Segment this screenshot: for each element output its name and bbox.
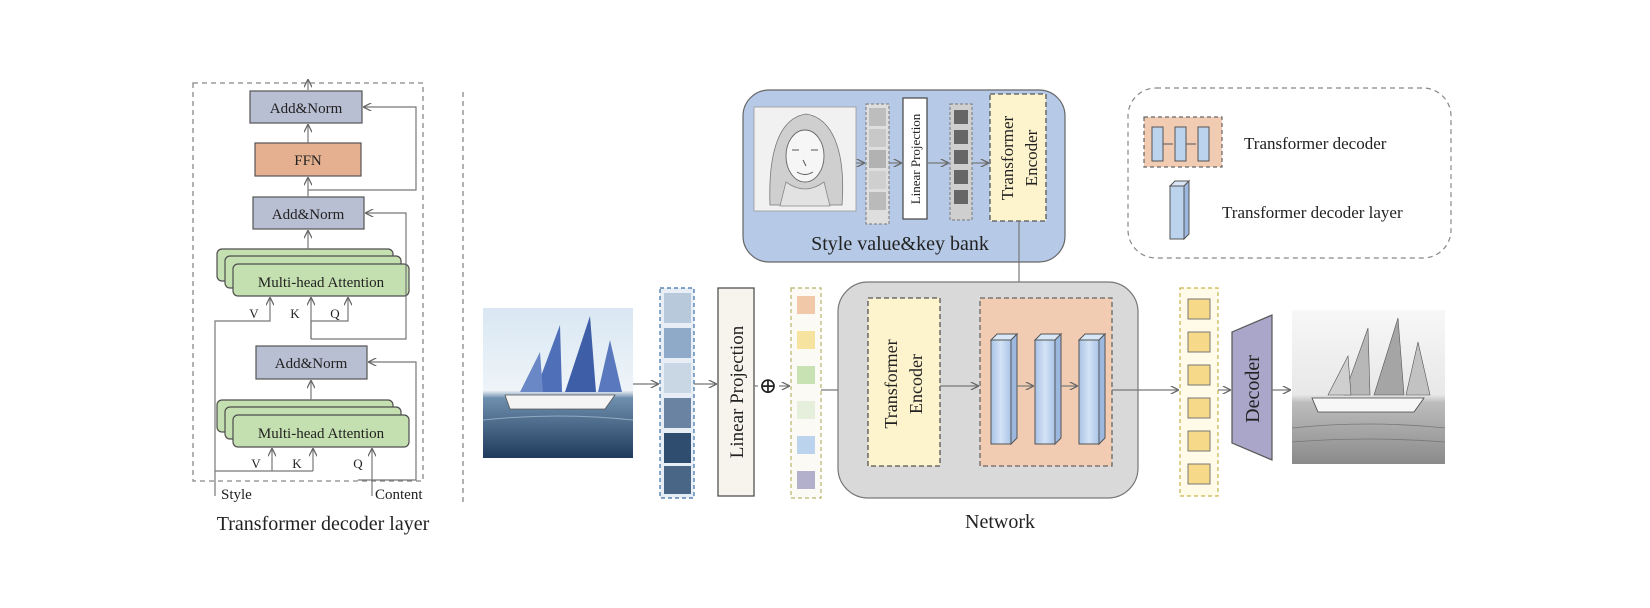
style-linear-projection-box: [902, 97, 928, 220]
legend-transformer-decoder: Transformer decoder: [1244, 134, 1387, 153]
plus-symbol: ⊕: [759, 373, 777, 398]
style-linear-projection-label: Linear Projection: [908, 113, 923, 204]
decoder-layer-detail: Add&Norm FFN Add&Norm Multi-head Attenti…: [192, 80, 464, 535]
decoder-layer-block-2: [1033, 332, 1063, 446]
style-bank-title: Style value&key bank: [811, 233, 989, 255]
token-6: [797, 471, 815, 489]
q-label-upper: Q: [330, 306, 340, 321]
style-patches: [865, 103, 890, 225]
ffn-label: FFN: [294, 153, 322, 169]
legend-decoder-layer-icon: [1168, 179, 1191, 241]
v-label-upper: V: [249, 306, 259, 321]
legend: Transformer decoder Transformer decoder …: [1127, 87, 1452, 259]
decoder-layer-arrows: [214, 107, 417, 496]
style-encoder-label-1: Transformer: [998, 115, 1017, 200]
content-patches: [659, 287, 695, 499]
style-bank: Linear Projection Transformer Encoder St…: [742, 89, 1066, 263]
network-encoder-box: [867, 297, 941, 467]
linear-projection-label: Linear Projection: [727, 325, 748, 458]
decoder-layer-block-1: [989, 332, 1019, 446]
content-input-label: Content: [375, 487, 423, 503]
style-encoder-box: [989, 93, 1047, 222]
v-label-lower: V: [251, 456, 261, 471]
attention-label-lower: Multi-head Attention: [258, 426, 385, 442]
network: Transformer Encoder Network: [837, 281, 1139, 533]
attention-label-upper: Multi-head Attention: [258, 275, 385, 291]
decoder-layer-title: Transformer decoder layer: [217, 513, 430, 535]
add-norm-label-top: Add&Norm: [270, 101, 343, 117]
k-label-lower: K: [292, 456, 302, 471]
token-1: [797, 296, 815, 314]
add-norm-box-lower: [255, 345, 368, 380]
token-4: [797, 401, 815, 419]
style-encoder-label-2: Encoder: [1022, 129, 1041, 186]
embedded-tokens: [790, 287, 822, 499]
linear-projection-box: [717, 287, 755, 497]
add-norm-box-top: [249, 90, 363, 124]
network-encoder-label-2: Encoder: [906, 354, 926, 414]
add-norm-label-lower: Add&Norm: [275, 356, 348, 372]
final-decoder-label: Decoder: [1242, 355, 1264, 423]
network-encoder-label-1: Transformer: [881, 339, 901, 428]
token-3: [797, 366, 815, 384]
style-portrait-image: [753, 106, 857, 212]
decoder-layer-block-3: [1077, 332, 1107, 446]
attention-box-lower: [232, 414, 410, 448]
decoder-layer-dashed-frame: [192, 82, 424, 482]
k-label-upper: K: [290, 306, 300, 321]
style-tokens: [949, 103, 973, 221]
final-decoder-shape: [1231, 314, 1273, 461]
attention-box-upper: [232, 263, 410, 297]
token-5: [797, 436, 815, 454]
content-image: [482, 308, 634, 458]
token-2: [797, 331, 815, 349]
style-input-label: Style: [221, 487, 252, 503]
add-norm-label-middle: Add&Norm: [272, 207, 345, 223]
network-label: Network: [965, 511, 1035, 533]
q-label-lower: Q: [353, 456, 363, 471]
output-tokens: [1179, 287, 1219, 497]
stylized-output-image: [1291, 310, 1446, 464]
legend-transformer-decoder-layer: Transformer decoder layer: [1222, 203, 1403, 222]
add-norm-box-middle: [252, 196, 365, 230]
